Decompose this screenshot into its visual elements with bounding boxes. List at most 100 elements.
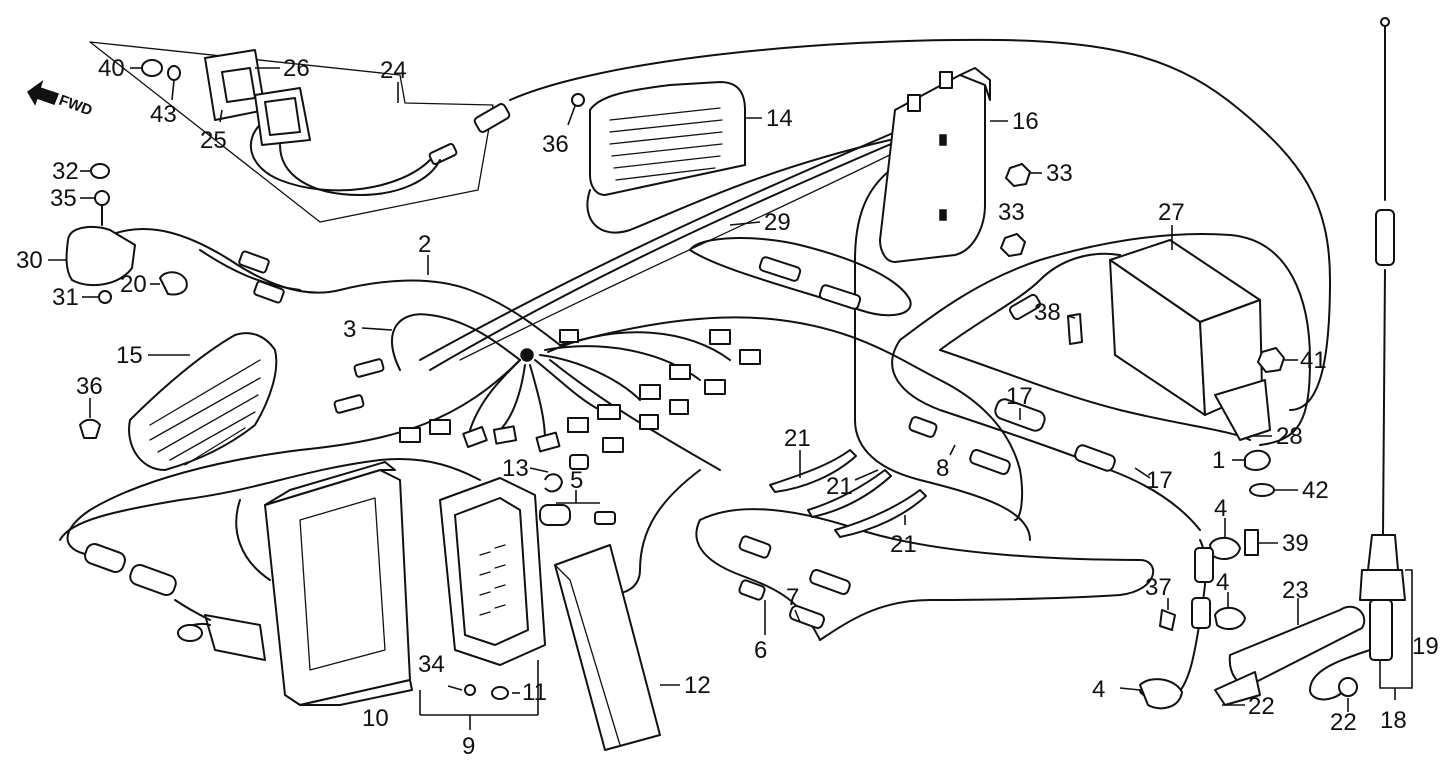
unit-27-bracket-28 <box>1214 379 1271 441</box>
bracket-16-tab-b <box>939 71 953 89</box>
strap-21c <box>834 489 927 538</box>
leader-3 <box>361 327 393 331</box>
bracket-23 <box>1228 605 1366 687</box>
inline-conn-3 <box>353 358 385 378</box>
part-15-cover <box>79 332 278 471</box>
nut-33a <box>1005 163 1031 187</box>
leader-8 <box>949 444 956 456</box>
callout-21b: 21 <box>826 473 853 500</box>
part-5-13-fasteners <box>539 454 616 526</box>
cap-20 <box>159 271 188 296</box>
callout-36a: 36 <box>542 131 569 158</box>
fwd-label: FWD <box>57 92 95 120</box>
housing-30 <box>65 226 136 287</box>
callout-17a: 17 <box>1006 383 1033 410</box>
inline-conn-17b <box>1074 444 1116 472</box>
box-10-rear <box>264 461 396 506</box>
leader-17b <box>1134 467 1151 479</box>
inline-conn-30b <box>253 280 285 304</box>
connector-c <box>535 431 561 453</box>
callout-22b: 22 <box>1330 709 1357 736</box>
bracket-16-slot-b <box>939 209 947 221</box>
wire-30-branch-b <box>199 249 301 291</box>
switch-lead <box>279 144 441 196</box>
callout-38: 38 <box>1034 299 1061 326</box>
connector-p <box>559 329 579 343</box>
callout-18: 18 <box>1380 707 1407 734</box>
inline-conn-15 <box>333 394 365 414</box>
screw-36a <box>571 93 585 107</box>
screw-37 <box>1159 609 1176 631</box>
wire-14-leads <box>586 139 891 234</box>
antenna-tip <box>1380 17 1390 27</box>
strap-21b <box>807 469 892 518</box>
wire-27-outer <box>899 233 1311 446</box>
bracket-16-slot-a <box>939 134 947 146</box>
inline-conn-27 <box>1008 293 1042 321</box>
connector-h <box>669 364 691 380</box>
clip-4a <box>1209 536 1241 561</box>
leader-29 <box>729 221 761 226</box>
leader-lines <box>48 67 1413 730</box>
plug-5b <box>569 454 589 470</box>
antenna-mast <box>1382 25 1386 536</box>
inline-conn-6 <box>738 579 766 601</box>
plug-5 <box>539 504 571 526</box>
nut-31 <box>98 290 112 304</box>
pin-5 <box>594 511 616 525</box>
forward-direction-indicator: FWD <box>27 80 95 120</box>
screw-35 <box>94 190 110 206</box>
callout-19: 19 <box>1412 633 1439 660</box>
callout-17b: 17 <box>1146 467 1173 494</box>
leader-21b <box>854 469 879 481</box>
callout-10: 10 <box>362 705 389 732</box>
callout-21a: 21 <box>784 425 811 452</box>
nut-41 <box>1257 347 1285 373</box>
wire-top-loop <box>509 38 1331 411</box>
inline-conn-8b <box>908 416 938 438</box>
box-10-inner <box>299 497 386 671</box>
bracket-16-side <box>959 67 991 101</box>
speaker-14-slots <box>609 107 723 181</box>
callout-3: 3 <box>343 316 356 343</box>
callout-32: 32 <box>52 158 79 185</box>
callout-31: 31 <box>52 284 79 311</box>
connector-b <box>492 425 518 445</box>
clip-4c <box>1139 678 1183 710</box>
connector-i <box>704 379 726 395</box>
wing-nut-36 <box>79 418 101 439</box>
part-11-fuse-box <box>439 477 546 700</box>
forward-arrow-icon <box>27 80 59 106</box>
callout-13: 13 <box>502 455 529 482</box>
box-10-bottom <box>299 679 413 706</box>
wire-10-left <box>235 499 271 581</box>
callout-41: 41 <box>1300 347 1327 374</box>
callout-40: 40 <box>98 55 125 82</box>
part-27-unit <box>1109 239 1271 441</box>
speaker-14-body <box>589 81 746 196</box>
callout-23: 23 <box>1282 577 1309 604</box>
callout-35: 35 <box>50 185 77 212</box>
connector-o <box>429 419 451 435</box>
connector-17-vert <box>1194 547 1214 583</box>
callout-7: 7 <box>786 584 799 611</box>
connector-n <box>399 427 421 443</box>
connector-a <box>462 426 488 448</box>
connector-cluster <box>399 329 761 471</box>
wire-29-loop <box>689 237 912 317</box>
part-lower-left-connector <box>174 599 266 661</box>
ring-32 <box>90 163 110 179</box>
fuse-box-11-slots <box>479 544 506 616</box>
inline-conn-29a <box>758 256 802 282</box>
wire-16-drop <box>854 159 1031 541</box>
callout-11: 11 <box>522 679 547 706</box>
fuse-box-11-face <box>454 497 529 646</box>
connector-f <box>602 437 624 453</box>
callout-9: 9 <box>462 733 475 760</box>
part-33-nuts <box>1000 163 1031 257</box>
bulb-40 <box>141 59 163 77</box>
antenna-coupler <box>1375 209 1395 266</box>
cover-12-fold <box>554 564 621 746</box>
inset-frame-24 <box>89 41 494 223</box>
